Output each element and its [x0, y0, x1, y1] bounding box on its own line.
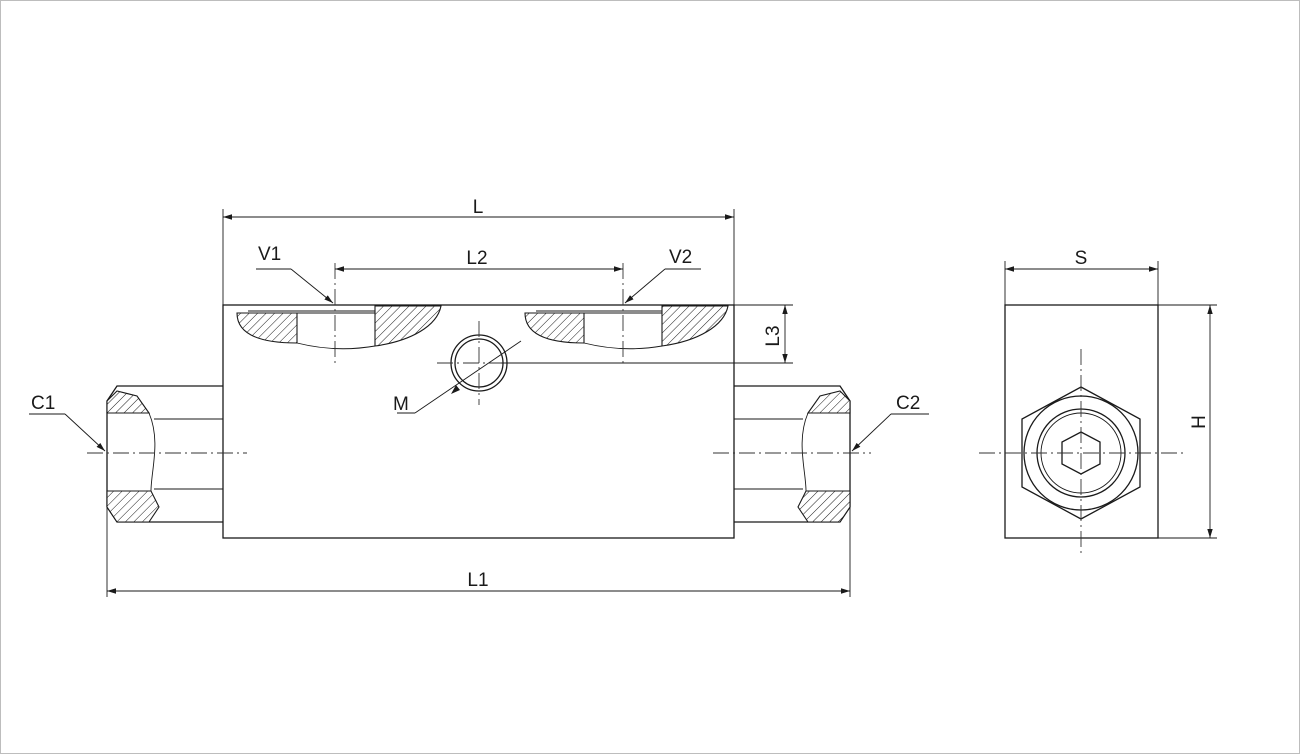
label-l1: L1 — [467, 570, 488, 591]
dimension-l — [222, 209, 735, 305]
label-v2: V2 — [669, 247, 692, 268]
label-h: H — [1189, 415, 1210, 429]
side-view — [979, 304, 1183, 557]
front-view — [87, 263, 871, 539]
leader-c2 — [851, 413, 929, 452]
leader-v2 — [624, 268, 701, 304]
cavity-v2 — [524, 305, 729, 350]
label-m: M — [393, 394, 409, 415]
cavity-v1 — [236, 305, 442, 350]
label-l2: L2 — [466, 248, 487, 269]
label-c1: C1 — [31, 393, 55, 414]
leader-c1 — [29, 413, 106, 452]
label-s: S — [1075, 248, 1088, 269]
dimension-l3 — [501, 304, 793, 364]
label-v1: V1 — [258, 244, 281, 265]
dimension-h — [1158, 304, 1217, 539]
label-c2: C2 — [896, 393, 920, 414]
label-l3: L3 — [763, 325, 784, 346]
dimension-l1 — [106, 507, 851, 597]
leader-m — [397, 340, 522, 414]
dimension-s — [1004, 261, 1159, 305]
label-l: L — [473, 197, 484, 218]
right-port-c2 — [734, 385, 851, 523]
valve-body — [222, 304, 735, 539]
side-body — [1004, 304, 1159, 539]
leader-v1 — [256, 268, 334, 304]
left-port-c1 — [106, 385, 223, 523]
